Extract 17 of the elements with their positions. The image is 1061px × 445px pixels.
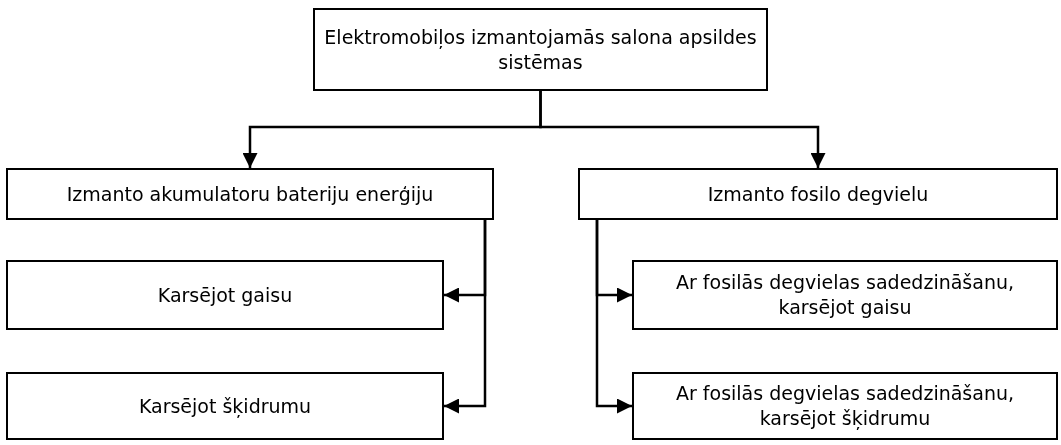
box-label: Ar fosilās degvielas sadedzināšanu, karsējot šķidrumu (674, 381, 1015, 431)
process-box (632, 372, 1058, 440)
process-box (6, 260, 444, 330)
process-box (6, 372, 444, 440)
box-label: Izmanto akumulatoru bateriju enerģiju (65, 181, 435, 207)
box-label: Karsējot šķidrumu (137, 393, 313, 419)
process-box (632, 260, 1058, 330)
box-label: Ar fosilās degvielas sadedzināšanu, karsējot gaisu (674, 270, 1015, 320)
process-box (313, 8, 768, 91)
arrow (539, 91, 826, 168)
process-box (578, 168, 1058, 220)
box-label: Karsējot gaisu (156, 282, 294, 308)
box-label: Izmanto fosilo degvielu (706, 181, 930, 207)
box-label: Elektromobiļos izmantojamās salona apsildes sistēmas (323, 24, 758, 75)
process-box (6, 168, 494, 220)
arrow (444, 220, 487, 414)
arrow (595, 220, 632, 414)
